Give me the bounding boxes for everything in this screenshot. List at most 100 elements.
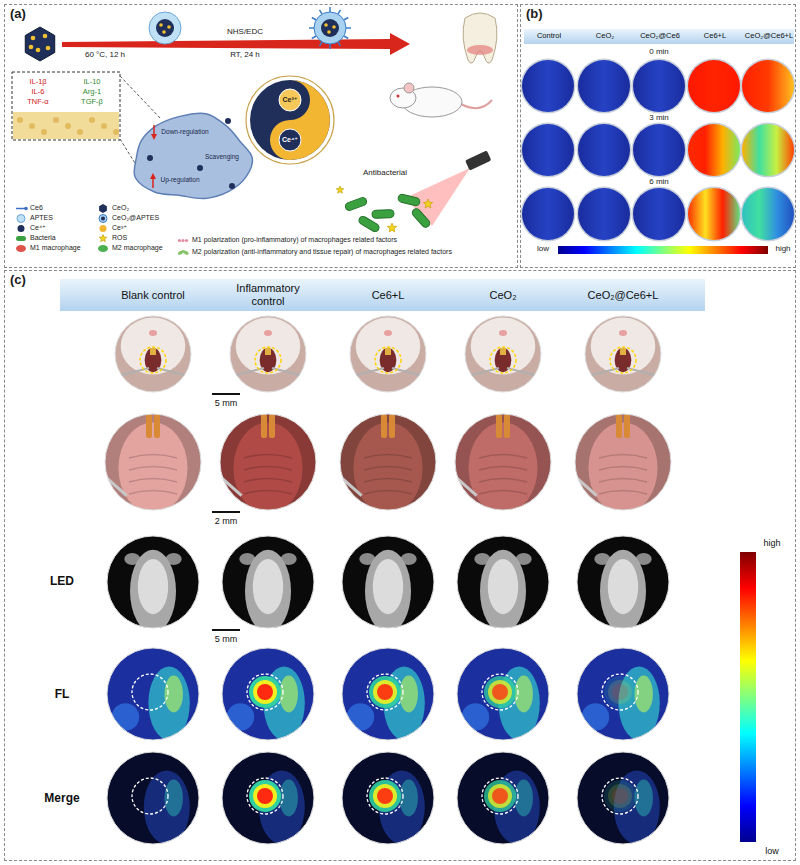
fur bbox=[236, 318, 301, 375]
time-label: 6 min bbox=[649, 177, 669, 186]
photo-merge bbox=[342, 752, 434, 844]
signal-core bbox=[257, 788, 273, 804]
scale-label: 5 mm bbox=[215, 634, 238, 644]
photo-ground bbox=[585, 316, 661, 392]
thermal-dish bbox=[742, 188, 794, 240]
incisor bbox=[624, 414, 630, 438]
column-header: Ce6+L bbox=[350, 289, 426, 302]
photo-gum bbox=[340, 414, 436, 514]
head-highlight bbox=[488, 559, 518, 614]
aptes-shell bbox=[149, 12, 181, 44]
scale-label: 2 mm bbox=[215, 516, 238, 526]
tissue-cell bbox=[101, 123, 107, 129]
signal-mid bbox=[253, 784, 277, 808]
dish-rim bbox=[687, 59, 742, 114]
incisor bbox=[269, 414, 275, 438]
legend-text: ROS bbox=[112, 234, 127, 242]
thermal-dish bbox=[633, 188, 685, 240]
fur bbox=[591, 318, 656, 375]
ion-label: Ce⁴⁺ bbox=[282, 136, 298, 144]
mouse-eye bbox=[397, 95, 400, 98]
ros-sample bbox=[99, 235, 107, 242]
ce6-spike bbox=[312, 18, 316, 21]
m1-factor-sample bbox=[181, 239, 184, 242]
thermal-dish bbox=[578, 124, 630, 176]
signal-body bbox=[582, 703, 610, 731]
photo-rim bbox=[577, 536, 669, 628]
photo-face bbox=[585, 316, 661, 392]
scale-bar bbox=[212, 511, 240, 513]
head-highlight bbox=[608, 559, 638, 614]
ce6-spike bbox=[329, 7, 331, 12]
photo-merge bbox=[577, 752, 669, 844]
ceo2-core bbox=[156, 19, 174, 37]
thermal-dish bbox=[688, 188, 740, 240]
legend-text: Bacteria bbox=[30, 234, 56, 242]
head bbox=[130, 550, 176, 633]
photo-rim bbox=[342, 752, 434, 844]
signal-core bbox=[612, 684, 628, 700]
signal-halo bbox=[369, 676, 401, 708]
site-marker bbox=[482, 674, 518, 710]
site-marker bbox=[247, 674, 283, 710]
palate-ridge bbox=[244, 467, 292, 471]
palate-ridge bbox=[244, 479, 292, 483]
legend-text: M1 macrophage bbox=[30, 244, 81, 252]
scale-bar bbox=[212, 629, 240, 631]
incisor bbox=[154, 414, 160, 438]
cerium-dot bbox=[46, 46, 51, 51]
column-header: Inflammatory control bbox=[230, 282, 306, 307]
bacterium bbox=[397, 193, 420, 206]
fur bbox=[121, 318, 186, 375]
cytokine-name: TGF-β bbox=[81, 98, 103, 107]
photo-led bbox=[577, 536, 669, 633]
dish-rim bbox=[577, 59, 632, 114]
colorbar-label: high bbox=[763, 538, 780, 548]
ce6-spike bbox=[329, 44, 331, 49]
photo-face bbox=[230, 316, 306, 392]
bacteria-sample bbox=[16, 236, 26, 241]
signal-body bbox=[462, 703, 490, 731]
nose bbox=[619, 330, 627, 336]
process-label: Down-regulation bbox=[161, 128, 208, 135]
palate-ridge bbox=[479, 479, 527, 483]
m1-factor-sample bbox=[178, 239, 181, 242]
photo-ground bbox=[465, 316, 541, 392]
bacterium bbox=[344, 196, 367, 211]
site-marker bbox=[367, 778, 403, 814]
incisor bbox=[504, 414, 510, 438]
palate-ridge bbox=[364, 467, 412, 471]
legend-text: M1 polarization (pro-inflammatory) of ma… bbox=[192, 236, 397, 244]
signal-core bbox=[377, 684, 393, 700]
photo-rim bbox=[107, 752, 199, 844]
cytokine-name: Arg-1 bbox=[83, 88, 101, 97]
photo-rim bbox=[575, 414, 671, 510]
signal-mid bbox=[253, 680, 277, 704]
m1-sample bbox=[16, 245, 26, 252]
signal-mid bbox=[608, 680, 632, 704]
orbit-ring bbox=[246, 76, 334, 164]
cytokine-name: IL-1β bbox=[29, 78, 46, 87]
arrow-head bbox=[150, 173, 156, 179]
site-marker bbox=[367, 674, 403, 710]
mouse-ear bbox=[404, 83, 414, 93]
dish-rim bbox=[741, 59, 796, 114]
photo-ground bbox=[107, 648, 199, 740]
palate-ridge bbox=[479, 467, 527, 471]
nose bbox=[149, 330, 157, 336]
legend-text: APTES bbox=[30, 214, 53, 222]
cerium-dot bbox=[167, 25, 171, 29]
photo-ground bbox=[350, 316, 426, 392]
tissue-cell bbox=[53, 117, 59, 123]
thermal-dish bbox=[742, 124, 794, 176]
signal-core bbox=[492, 684, 508, 700]
photo-rim bbox=[220, 414, 316, 510]
photo-fl bbox=[342, 648, 434, 740]
panel-c-illustration bbox=[105, 316, 756, 844]
incisor bbox=[150, 348, 156, 355]
ceo2-core bbox=[321, 19, 339, 37]
tooth bbox=[463, 13, 497, 63]
column-header: CeO₂ bbox=[596, 32, 614, 41]
dish-rim bbox=[521, 123, 576, 178]
signal-core bbox=[377, 788, 393, 804]
